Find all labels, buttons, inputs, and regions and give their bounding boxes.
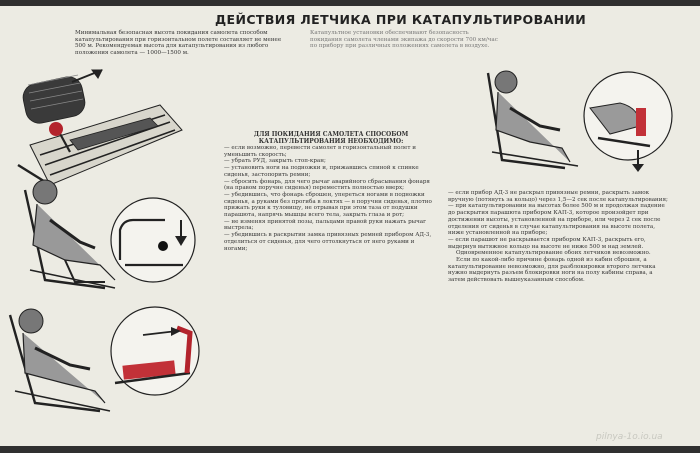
- intro-right: Катапультное установки обеспечивают безо…: [310, 30, 500, 50]
- arrow-right-icon: [171, 327, 181, 336]
- scan-edge-bottom: [0, 446, 700, 453]
- step-2: — убрать РУД, закрыть стоп-кран;: [224, 158, 326, 165]
- step-9: — при катапультировании на высотах более…: [448, 203, 665, 237]
- procedure-column-left: ДЛЯ ПОКИДАНИЯ САМОЛЕТА СПОСОБОМ КАТАПУЛЬ…: [224, 131, 438, 252]
- note-1: Одновременное катапультирование обоих ле…: [456, 250, 651, 257]
- step-10: — если парашют не раскрывается прибором …: [448, 236, 646, 250]
- procedure-heading: ДЛЯ ПОКИДАНИЯ САМОЛЕТА СПОСОБОМ КАТАПУЛЬ…: [253, 131, 409, 145]
- note-2: Если по какой-либо причине фонарь одной …: [448, 257, 656, 284]
- illustration-pilot-brace: [23, 179, 196, 290]
- red-ring-icon: [636, 108, 646, 136]
- illustration-pilot-release: [486, 70, 673, 172]
- step-3: — установить ноги на подножки и, прижавш…: [224, 165, 419, 178]
- step-4: — сбросить фонарь, для чего рычаг аварий…: [224, 178, 430, 192]
- red-lever-icon: [122, 360, 176, 380]
- step-6: — не изменяя принятой позы, пальцами пра…: [224, 218, 427, 232]
- arrow-down-icon: [175, 236, 187, 246]
- scan-edge-top: [0, 0, 700, 6]
- intro-left: Минимальная безопасная высота покидания …: [75, 30, 290, 57]
- arrow-down-icon-2: [632, 164, 644, 172]
- intro-left-text: Минимальная безопасная высота покидания …: [75, 30, 282, 57]
- procedure-column-right: — если прибор АД-3 не раскрыл привязные …: [448, 190, 670, 284]
- red-handle-icon: [49, 122, 63, 136]
- step-7: — убедившись в раскрытии замка привязных…: [224, 232, 432, 252]
- step-1: — если возможно, перевести самолет в гор…: [224, 145, 416, 158]
- watermark: pilnya-1o.io.ua: [596, 432, 663, 442]
- illustration-canopy-lever: [17, 69, 183, 190]
- illustration-pilot-firing: [8, 306, 200, 413]
- step-8: — если прибор АД-3 не раскрыл привязные …: [448, 190, 668, 203]
- page-title: ДЕЙСТВИЯ ЛЕТЧИКА ПРИ КАТАПУЛЬТИРОВАНИИ: [215, 12, 587, 27]
- intro-right-text: Катапультное установки обеспечивают безо…: [310, 30, 498, 50]
- step-5: — убедившись, что фонарь сброшен, уперет…: [224, 191, 432, 219]
